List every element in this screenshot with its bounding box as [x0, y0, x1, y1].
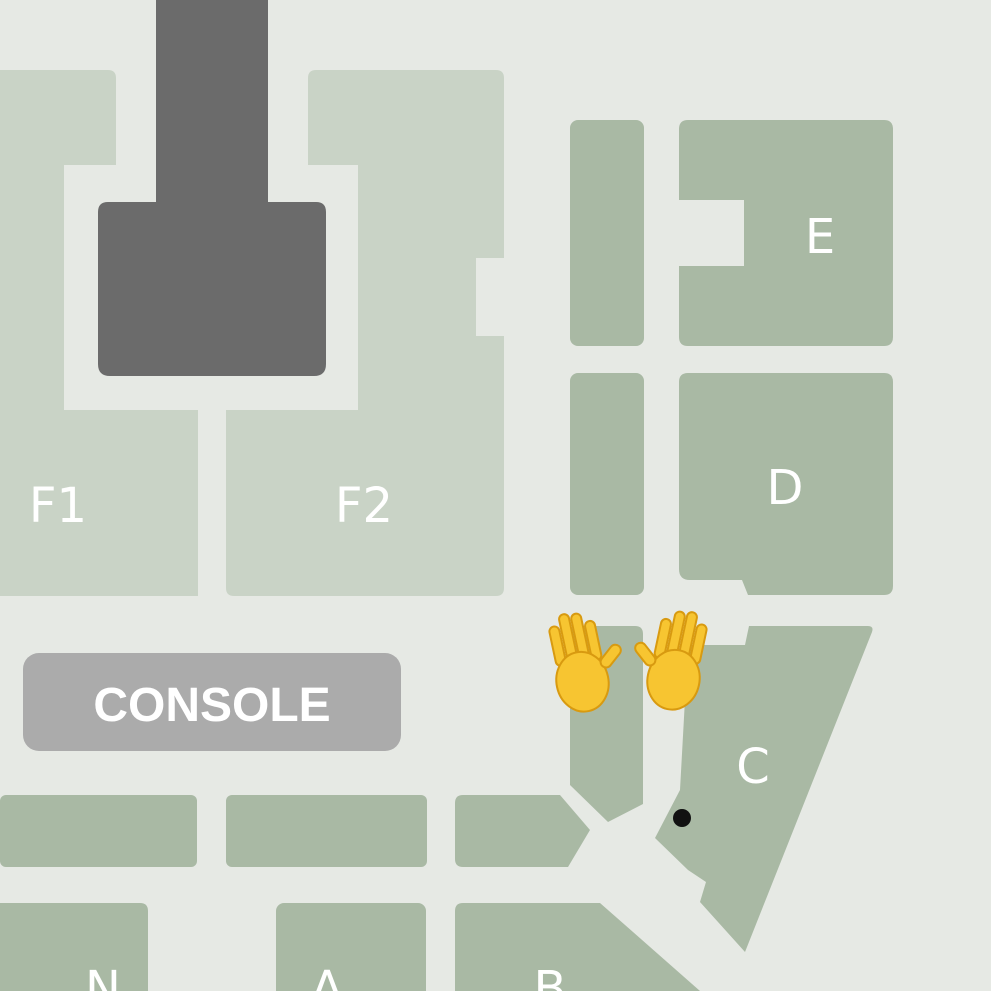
section-a[interactable]: [276, 903, 426, 991]
section-label-f1: F1: [29, 478, 87, 534]
section-lower-row-1[interactable]: [0, 795, 197, 867]
section-c[interactable]: [655, 626, 873, 952]
stage: [98, 0, 326, 376]
section-label-n: N: [85, 961, 121, 991]
section-label-b: B: [534, 961, 567, 991]
section-label-d: D: [767, 460, 804, 516]
section-label-a: A: [311, 961, 344, 991]
section-label-e: E: [805, 209, 835, 265]
section-f1[interactable]: [0, 70, 198, 596]
console-label: CONSOLE: [93, 679, 330, 732]
console-block: [23, 653, 401, 751]
section-b[interactable]: [455, 903, 700, 991]
section-label-f2: F2: [335, 478, 393, 534]
section-lower-row-3[interactable]: [455, 795, 590, 867]
section-aisle-block-middle[interactable]: [570, 373, 644, 595]
section-d[interactable]: [679, 373, 893, 595]
section-n[interactable]: [0, 903, 148, 991]
section-aisle-block-upper[interactable]: [570, 120, 644, 346]
section-f2[interactable]: [226, 70, 504, 596]
raising-hands-icon: [548, 610, 708, 713]
section-lower-row-2[interactable]: [226, 795, 427, 867]
section-label-c: C: [736, 739, 770, 795]
seat-dot: [673, 809, 691, 827]
section-e[interactable]: [679, 120, 893, 346]
